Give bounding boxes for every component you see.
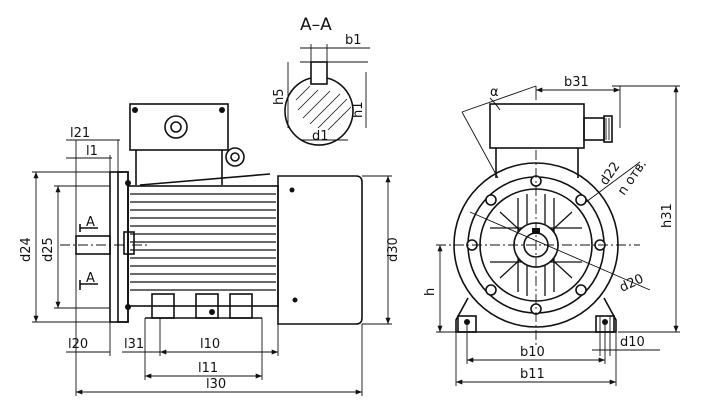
label-d30: d30 bbox=[386, 237, 401, 262]
side-view: A A l21 l1 d24 d25 d30 bbox=[19, 103, 401, 396]
label-l1: l1 bbox=[86, 144, 98, 159]
label-d1: d1 bbox=[312, 129, 329, 144]
label-l31: l31 bbox=[124, 337, 144, 352]
label-b10: b10 bbox=[520, 345, 545, 360]
section-a-a: A–A b1 h5 h1 d1 bbox=[272, 15, 370, 146]
label-h1: h1 bbox=[351, 101, 366, 118]
section-title: A–A bbox=[300, 15, 332, 35]
label-d20: d20 bbox=[617, 272, 646, 296]
cable-gland-icon bbox=[164, 115, 188, 139]
label-d10: d10 bbox=[620, 335, 645, 350]
cooling-fins bbox=[130, 193, 276, 291]
motor-body bbox=[127, 185, 279, 307]
section-mark-bottom: A bbox=[86, 271, 95, 286]
fan-cover bbox=[277, 175, 363, 325]
bolt-icon bbox=[132, 107, 138, 113]
flange bbox=[109, 171, 129, 323]
label-n-otv: n отв. bbox=[615, 157, 650, 198]
section-mark-top: A bbox=[86, 215, 95, 230]
label-l30: l30 bbox=[206, 377, 226, 392]
label-l10: l10 bbox=[200, 337, 220, 352]
label-h: h bbox=[423, 288, 438, 296]
label-h31: h31 bbox=[660, 203, 675, 228]
label-h5: h5 bbox=[272, 88, 287, 105]
label-alpha: α bbox=[490, 85, 499, 100]
label-b31: b31 bbox=[564, 75, 589, 90]
terminal-box bbox=[129, 103, 229, 151]
cable-gland-front bbox=[583, 117, 605, 141]
label-d25: d25 bbox=[41, 237, 56, 262]
lifting-eye-icon bbox=[225, 147, 245, 167]
terminal-box-front bbox=[489, 103, 585, 149]
label-b11: b11 bbox=[520, 367, 545, 382]
section-hatching bbox=[295, 85, 352, 131]
label-d24: d24 bbox=[19, 237, 34, 262]
label-l20: l20 bbox=[68, 337, 88, 352]
label-l11: l11 bbox=[198, 361, 218, 376]
label-b1: b1 bbox=[345, 33, 362, 48]
front-view: α b31 bbox=[423, 75, 680, 386]
label-l21: l21 bbox=[70, 126, 90, 141]
bolt-icon bbox=[219, 107, 225, 113]
